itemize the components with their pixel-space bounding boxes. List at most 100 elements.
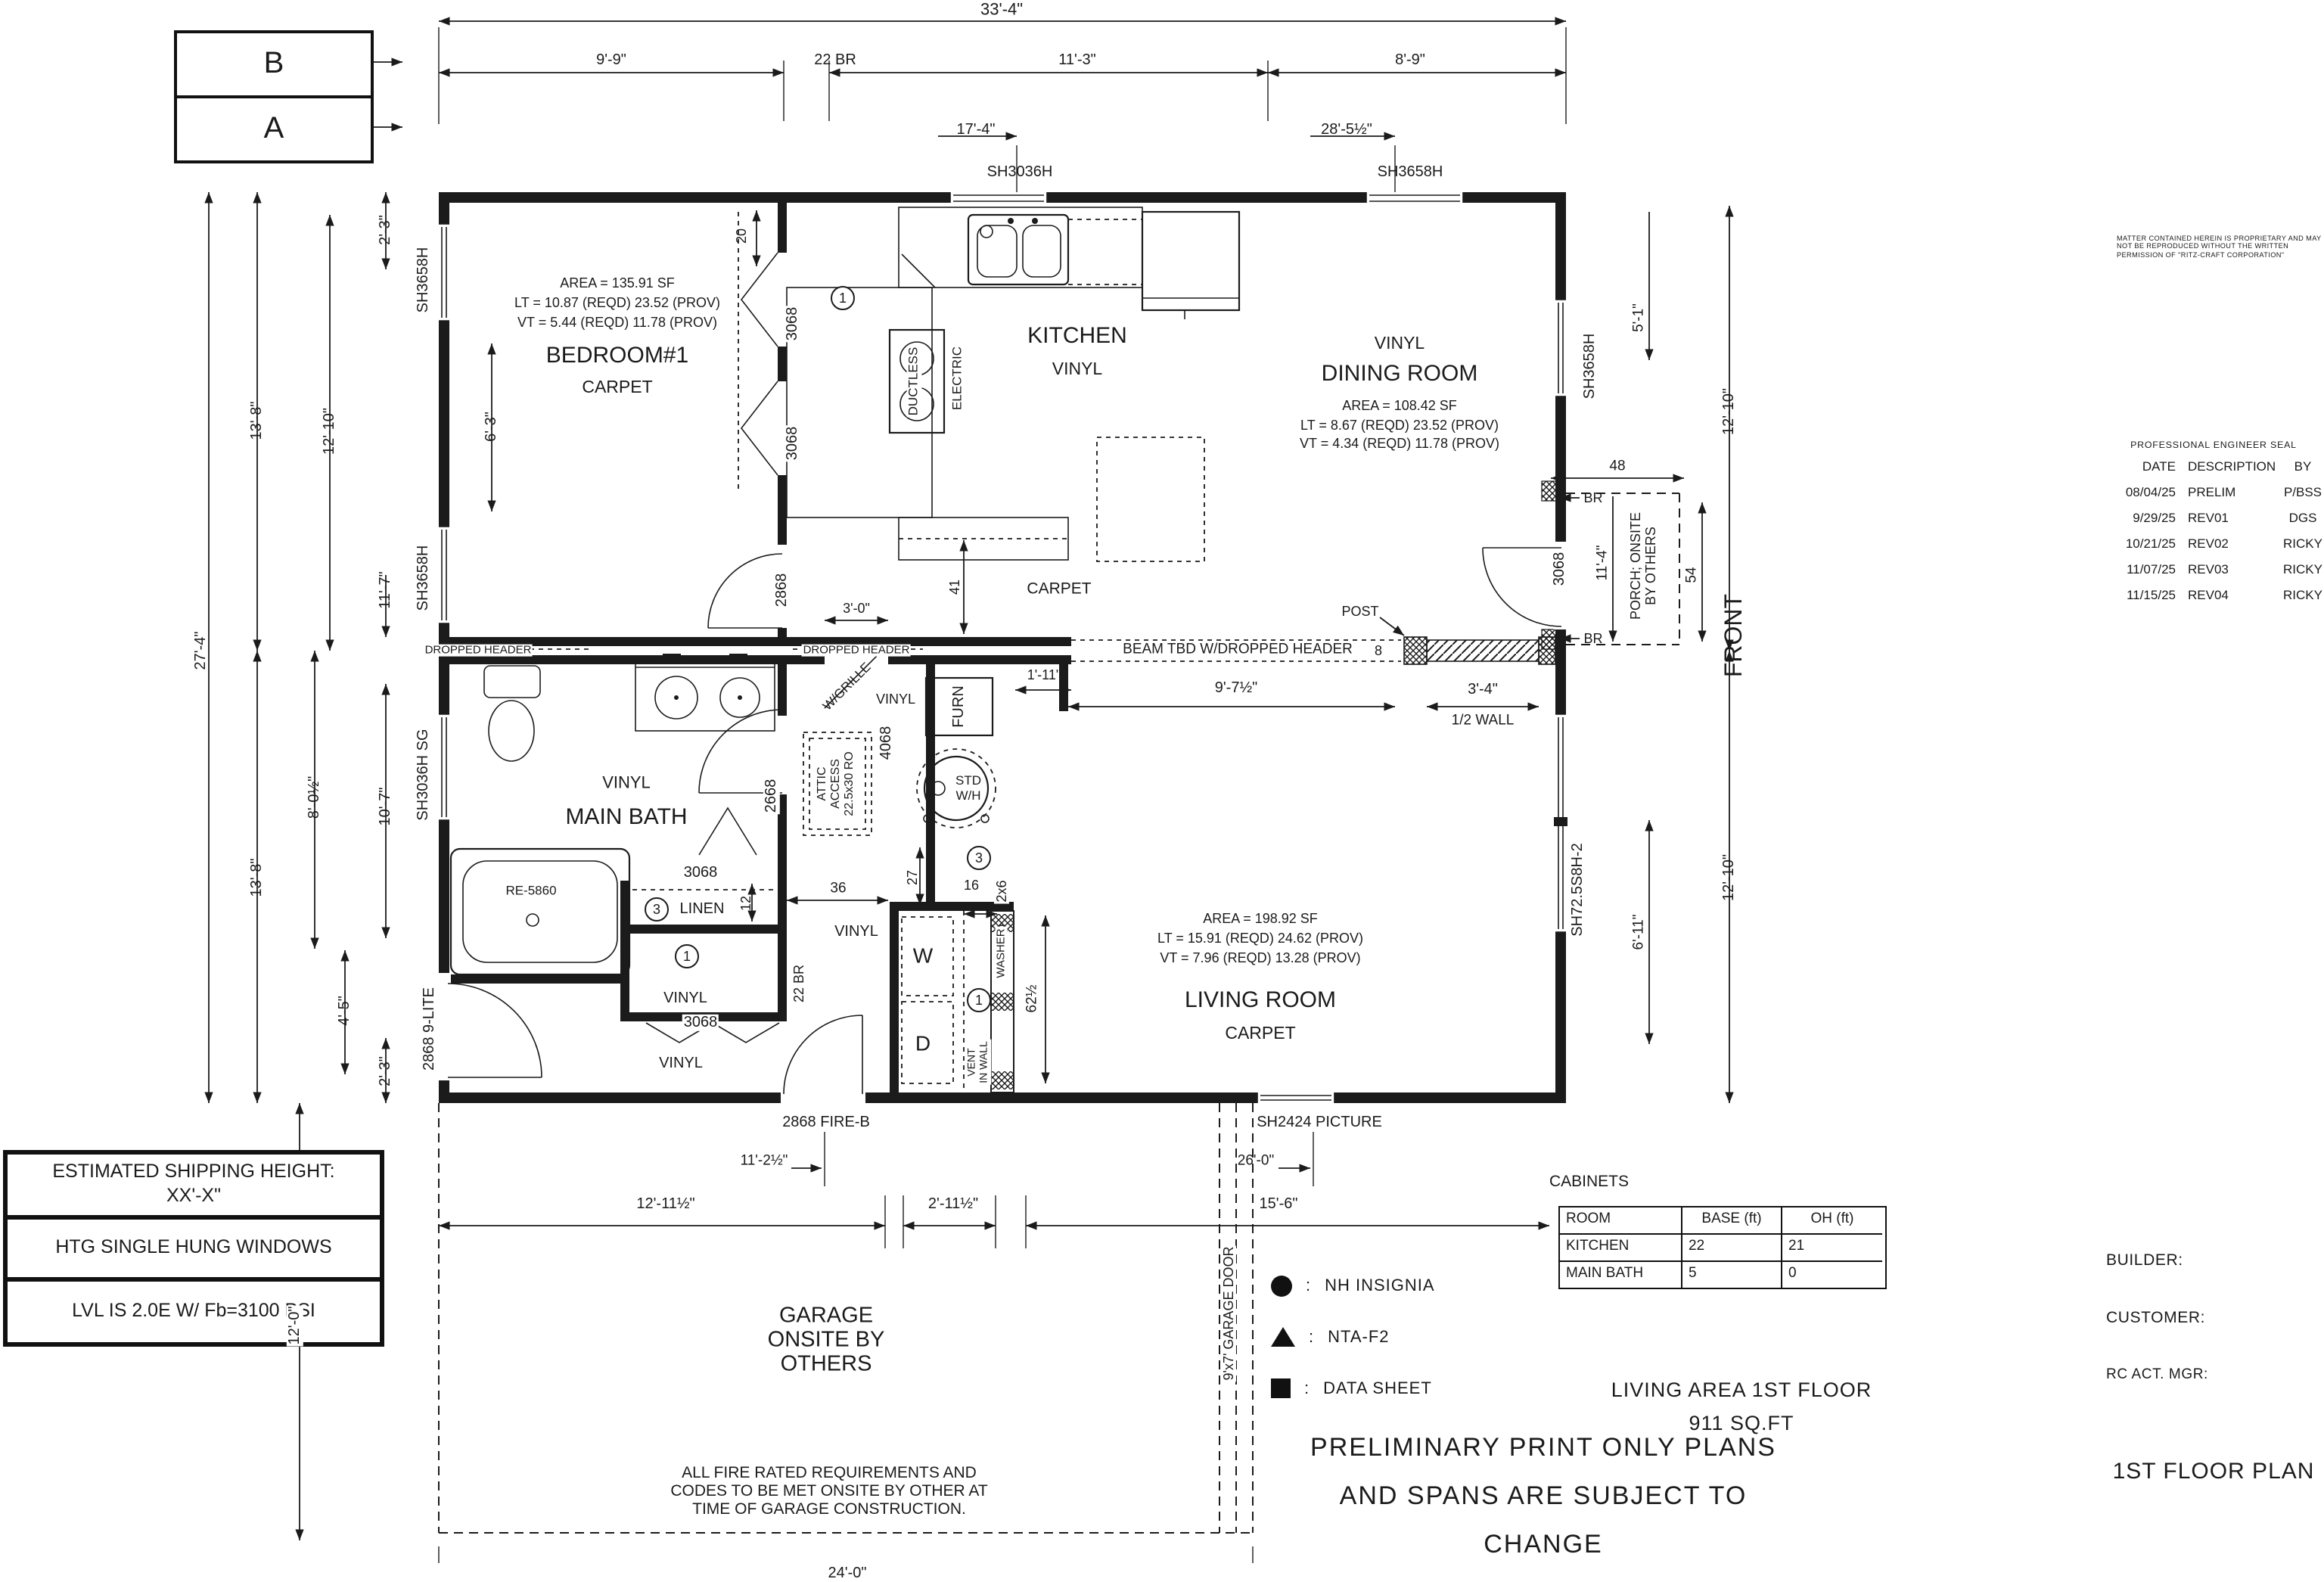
- rev-desc: REV03: [2188, 561, 2229, 577]
- cabinets-cell: 0: [1788, 1265, 1797, 1282]
- living-area-note: LIVING AREA 1ST FLOOR 911 SQ.FT: [1611, 1378, 1872, 1434]
- dim-label: LINEN: [679, 900, 725, 918]
- dim-label: 11'-4": [1594, 545, 1611, 581]
- dim-label: DROPPED HEADER: [423, 642, 533, 657]
- legend-item-data-sheet: : DATA SHEET: [1271, 1378, 1432, 1398]
- door-label: 3068: [784, 424, 802, 462]
- door-label: 3068: [682, 1014, 719, 1032]
- dim-label: LT = 10.87 (REQD) 23.52 (PROV): [514, 294, 720, 310]
- dim-label: 16: [962, 877, 981, 894]
- cabinets-cell: 5: [1682, 1262, 1782, 1288]
- window-label: SH3658H: [415, 545, 432, 611]
- legend-colon: :: [1306, 1277, 1312, 1295]
- rc-act-mgr-label: RC ACT. MGR:: [2106, 1366, 2208, 1383]
- dim-label: CARPET: [1225, 1025, 1296, 1044]
- window-label: SH3658H: [1377, 163, 1443, 181]
- fixtures: [449, 207, 1241, 976]
- walls: [439, 192, 1566, 1103]
- legend-colon: :: [1309, 1328, 1315, 1346]
- dim-label: VENT IN WALL: [967, 1040, 991, 1085]
- dim-label: 9'-7½": [1214, 679, 1258, 697]
- legend-label: NH INSIGNIA: [1325, 1277, 1435, 1295]
- dim-label: CARPET: [1027, 580, 1092, 598]
- rev-header-by: BY: [2294, 458, 2312, 474]
- room-label-mainbath: MAIN BATH: [565, 804, 688, 831]
- door-label: 3068: [784, 305, 802, 343]
- dim-label: 6'-11": [1630, 914, 1648, 950]
- dim-label: 27'-4": [192, 631, 210, 670]
- dim-label: 28'-5½": [1321, 121, 1372, 138]
- dim-label: 8'-9": [1395, 51, 1425, 69]
- note-lvl: LVL IS 2.0E W/ Fb=3100 PSI: [3, 1277, 384, 1347]
- dim-label: ELECTRIC: [949, 346, 965, 411]
- room-label-porch: PORCH; ONSITE BY OTHERS: [1627, 511, 1658, 620]
- door-label: 2868 FIRE-B: [782, 1114, 870, 1131]
- rev-desc: REV02: [2188, 536, 2229, 551]
- dim-label: 8'-0½": [306, 775, 323, 819]
- sheet-title: 1ST FLOOR PLAN: [2112, 1459, 2315, 1484]
- rev-by: RICKY: [2283, 561, 2322, 577]
- dim-label: POST: [1341, 603, 1379, 619]
- legend-label: DATA SHEET: [1323, 1379, 1432, 1397]
- window-label: SH3658H: [415, 247, 432, 313]
- engineer-seal-label: PROFESSIONAL ENGINEER SEAL: [2130, 440, 2297, 451]
- door-label: 2868 9-LITE: [421, 987, 438, 1071]
- dim-label: 12'-11½": [636, 1195, 695, 1213]
- dim-label: 8: [1372, 642, 1384, 659]
- room-label-garage: GARAGE ONSITE BY OTHERS: [767, 1304, 885, 1378]
- dim-label: 22 BR: [814, 51, 856, 69]
- rev-by: RICKY: [2283, 587, 2322, 602]
- cabinets-header-oh: OH (ft): [1782, 1207, 1882, 1235]
- rev-desc: REV01: [2188, 510, 2229, 525]
- rev-desc: PRELIM: [2188, 484, 2236, 499]
- legend-label: NTA-F2: [1328, 1328, 1390, 1346]
- rev-desc: REV04: [2188, 587, 2229, 602]
- module-tag-b: B: [177, 33, 371, 98]
- dim-label: LT = 8.67 (REQD) 23.52 (PROV): [1300, 417, 1499, 433]
- rev-date: 10/21/25: [2125, 536, 2176, 551]
- rev-header-desc: DESCRIPTION: [2188, 458, 2276, 474]
- dim-label: 12: [738, 895, 753, 912]
- dim-label: 1/2 WALL: [1451, 712, 1515, 729]
- dim-label: VT = 5.44 (REQD) 11.78 (PROV): [517, 314, 717, 330]
- dim-label: 2x6: [993, 878, 1010, 904]
- front-label: FRONT: [1722, 593, 1748, 678]
- dim-label: D: [915, 1030, 931, 1055]
- dim-label: 13'-8": [248, 401, 266, 440]
- dim-label: 17'-4": [956, 121, 996, 138]
- dim-label: 11'-7": [377, 571, 394, 609]
- rev-by: DGS: [2288, 510, 2317, 525]
- fixture-label-tub: RE-5860: [505, 882, 557, 898]
- cabinets-cell: 21: [1782, 1235, 1882, 1262]
- dim-label: VINYL: [602, 774, 651, 793]
- dim-label: DROPPED HEADER: [801, 642, 912, 657]
- windows: [437, 191, 1567, 1105]
- dim-label: 3'-0": [843, 600, 870, 616]
- dim-label: VINYL: [1052, 361, 1103, 380]
- dim-label: VT = 4.34 (REQD) 11.78 (PROV): [1300, 435, 1499, 451]
- dim-label: BEAM TBD W/DROPPED HEADER: [1123, 641, 1353, 658]
- note-htg-windows: HTG SINGLE HUNG WINDOWS: [3, 1215, 384, 1282]
- dim-label: 13'-8": [248, 858, 266, 897]
- dim-label: VINYL: [834, 923, 878, 940]
- dim-label: 20: [733, 228, 749, 244]
- door-tag: 1: [831, 286, 855, 310]
- filled-triangle-icon: [1271, 1327, 1295, 1347]
- proprietary-note: MATTER CONTAINED HEREIN IS PROPRIETARY A…: [2117, 235, 2322, 259]
- dim-label: AREA = 135.91 SF: [560, 275, 675, 291]
- filled-circle-icon: [1271, 1276, 1292, 1297]
- legend-colon: :: [1304, 1379, 1310, 1397]
- door-label: 2868: [773, 571, 791, 609]
- dim-label: 48: [1609, 458, 1626, 475]
- cabinets-title: CABINETS: [1549, 1173, 1630, 1191]
- dim-label: AREA = 198.92 SF: [1203, 910, 1318, 926]
- dim-label: VINYL: [663, 990, 707, 1007]
- rev-by: RICKY: [2283, 536, 2322, 551]
- door-label: 9'x7' GARAGE DOOR: [1220, 1245, 1237, 1382]
- cabinets-cell: 22: [1682, 1235, 1782, 1262]
- cabinets-cell: KITCHEN: [1560, 1235, 1682, 1262]
- door-tag: 1: [675, 944, 699, 968]
- dim-label: VINYL: [1374, 335, 1425, 354]
- rev-date: 9/29/25: [2133, 510, 2176, 525]
